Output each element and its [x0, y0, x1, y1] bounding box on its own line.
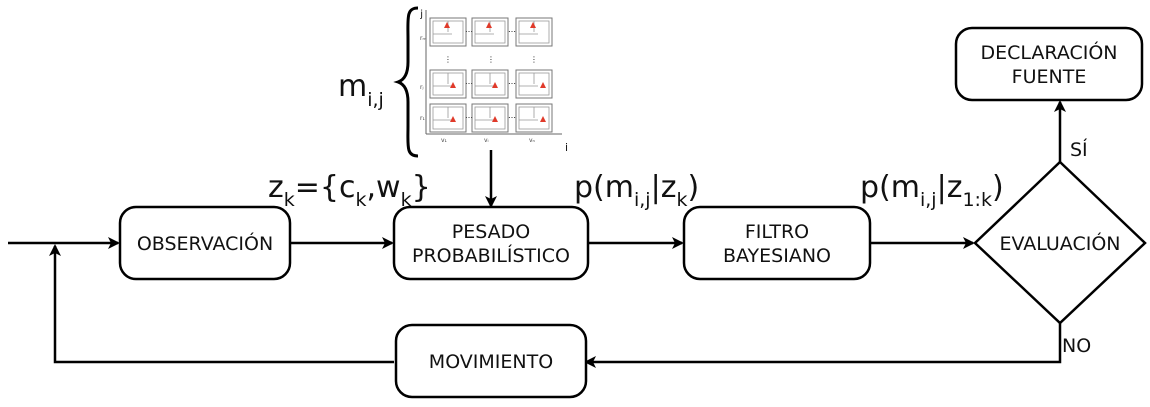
- grid-cell: [471, 17, 509, 47]
- no-label: NO: [1062, 335, 1091, 357]
- yes-label: SÍ: [1070, 138, 1088, 161]
- filtro-label-line2: BAYESIANO: [723, 245, 831, 267]
- grid-cell: [515, 103, 553, 133]
- p-m-given-z1k-label: p(mi,j|z1:k): [860, 170, 1004, 211]
- grid-marker: [450, 116, 456, 122]
- grid-cell: [515, 17, 553, 47]
- grid-marker: [492, 116, 498, 122]
- grid-axis-i-label: i: [565, 141, 568, 154]
- edge-evaluacion-movimiento: [584, 323, 1062, 368]
- grid-ellipsis: ⋮: [530, 55, 538, 64]
- evaluacion-diamond: [973, 160, 1147, 325]
- grid-marker: [450, 82, 456, 88]
- pesado-box: [392, 205, 590, 281]
- filtro-box: [682, 205, 872, 281]
- grid-row-label: rₘ: [420, 35, 426, 42]
- grid-ellipsis: …: [508, 25, 516, 34]
- observacion-box: [118, 205, 292, 281]
- grid-col-label: vₙ: [529, 137, 536, 144]
- grid-ellipsis: …: [465, 111, 473, 120]
- grid-ellipsis: …: [465, 25, 473, 34]
- observacion-label: OBSERVACIÓN: [137, 231, 273, 255]
- grid-cell: [515, 69, 553, 99]
- grid-cell: [429, 69, 467, 99]
- grid-row-label: rⱼ: [420, 84, 424, 91]
- grid-marker: [540, 116, 546, 122]
- grid-marker: [444, 22, 450, 28]
- grid-col-label: v₁: [441, 137, 448, 144]
- grid-cell: [429, 103, 467, 133]
- grid-row-label: r₁: [420, 115, 425, 122]
- m-ij-label: mi,j: [338, 69, 384, 111]
- grid-cell: [429, 17, 467, 47]
- pesado-label-line1: PESADO: [452, 221, 530, 243]
- movimiento-label: MOVIMIENTO: [429, 351, 553, 373]
- grid-ellipsis: …: [465, 77, 473, 86]
- grid-cell: [471, 69, 509, 99]
- movimiento-box: [394, 323, 588, 399]
- grid-map: j i … … … … … … ⋮ ⋮ ⋮ rₘ rⱼ r₁ v₁ vᵢ vₙ: [419, 9, 568, 154]
- grid-marker: [540, 82, 546, 88]
- grid-cell: [471, 103, 509, 133]
- grid-ellipsis: ⋮: [444, 55, 452, 64]
- pesado-label-line2: PROBABILÍSTICO: [412, 244, 570, 267]
- grid-ellipsis: ⋮: [487, 55, 495, 64]
- grid-ellipsis: …: [508, 77, 516, 86]
- declaracion-label-line2: FUENTE: [1012, 66, 1087, 88]
- declaracion-label-line1: DECLARACIÓN: [980, 40, 1117, 64]
- curly-brace: [393, 6, 419, 158]
- p-m-given-zk-label: p(mi,j|zk): [574, 170, 699, 211]
- grid-col-label: vᵢ: [484, 137, 489, 144]
- grid-axis-j-label: j: [419, 9, 423, 20]
- evaluacion-label: EVALUACIÓN: [999, 231, 1120, 255]
- edge-movimiento-loop: [49, 244, 394, 364]
- grid-ellipsis: …: [508, 111, 516, 120]
- grid-marker: [486, 22, 492, 28]
- grid-marker: [530, 22, 536, 28]
- declaracion-box: [954, 26, 1144, 102]
- z-k-label: zk={ck,wk}: [268, 170, 431, 211]
- filtro-label-line1: FILTRO: [745, 221, 809, 243]
- grid-marker: [492, 82, 498, 88]
